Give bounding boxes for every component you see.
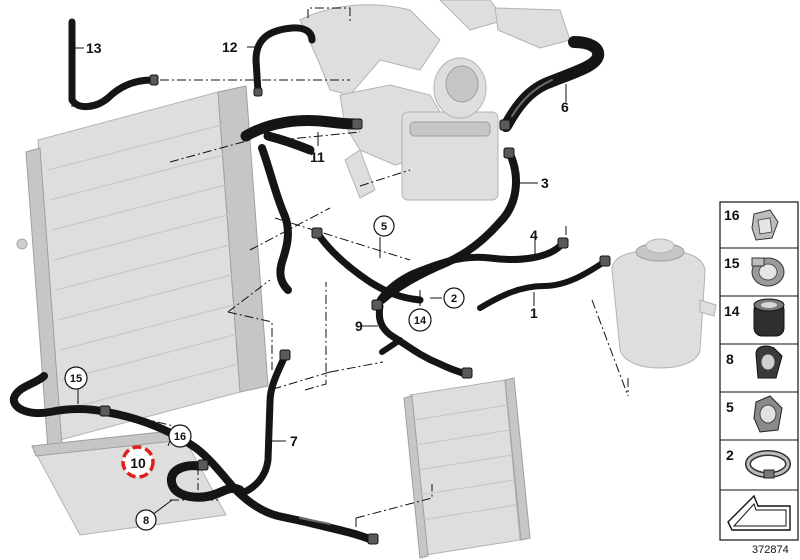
legend-label-14: 14 [724, 303, 740, 319]
hose-clip-16-icon [751, 209, 779, 241]
parts-legend: 16 15 14 8 5 2 [719, 201, 799, 541]
arrow-icon [727, 494, 791, 531]
circled-callout-15: 15 [64, 366, 88, 390]
legend-label-5: 5 [726, 399, 734, 415]
hose-clip-15-icon [751, 257, 785, 287]
callout-12: 12 [222, 39, 238, 55]
circled-callout-2: 2 [443, 287, 465, 309]
callout-1: 1 [530, 305, 538, 321]
legend-label-15: 15 [724, 255, 740, 271]
callout-6: 6 [561, 99, 569, 115]
callout-3: 3 [541, 175, 549, 191]
callout-7: 7 [290, 433, 298, 449]
svg-text:8: 8 [143, 515, 149, 527]
callout-11: 11 [310, 149, 325, 165]
svg-text:15: 15 [70, 373, 82, 385]
svg-text:16: 16 [174, 431, 186, 443]
band-clamp-2-icon [745, 450, 791, 479]
circled-callout-8: 8 [135, 509, 157, 531]
hose-clip-5-icon [753, 395, 783, 433]
highlighted-callout-10: 10 [121, 445, 155, 479]
callout-9: 9 [355, 318, 363, 334]
hose-clips [99, 74, 611, 545]
engine-thermostat-assembly [299, 0, 571, 201]
expansion-tank [611, 238, 717, 369]
circled-callout-5: 5 [373, 215, 395, 237]
legend-label-8: 8 [726, 351, 734, 367]
svg-text:2: 2 [451, 293, 457, 305]
auxiliary-radiator [403, 377, 531, 559]
callout-4: 4 [530, 227, 538, 243]
coolant-hoses [9, 18, 607, 544]
legend-label-16: 16 [724, 207, 740, 223]
svg-text:5: 5 [381, 221, 387, 233]
hose-clamp-14-icon [753, 298, 785, 337]
callout-13: 13 [86, 40, 102, 56]
legend-label-2: 2 [726, 447, 734, 463]
svg-text:10: 10 [130, 455, 146, 471]
hose-clip-8-icon [755, 345, 783, 379]
oil-cooler [31, 429, 227, 536]
circled-callout-14: 14 [408, 308, 432, 332]
svg-text:14: 14 [414, 315, 427, 327]
circled-callout-16: 16 [168, 424, 192, 448]
main-radiator [16, 85, 269, 451]
image-number: 372874 [752, 544, 789, 556]
